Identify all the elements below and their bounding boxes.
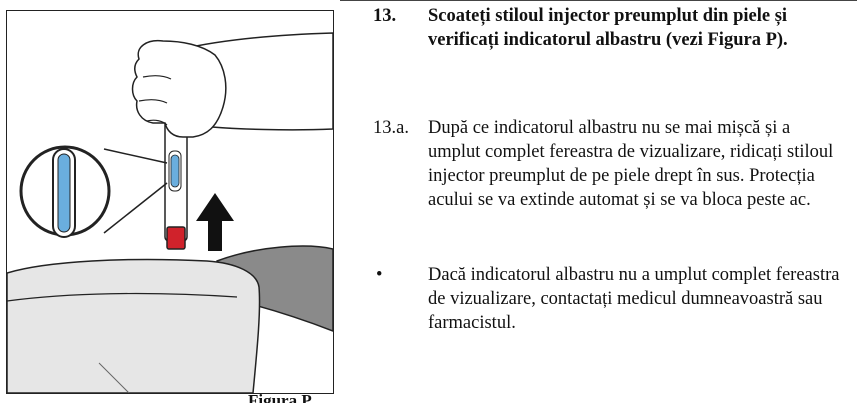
substep-text: După ce indicatorul albastru nu se mai m… bbox=[428, 118, 834, 210]
pen-indicator-window bbox=[170, 154, 180, 188]
arrow-up-icon bbox=[196, 193, 234, 251]
figure-caption: Figura P bbox=[248, 392, 312, 403]
magnified-blue-indicator bbox=[57, 153, 71, 233]
figure-p-illustration bbox=[6, 10, 334, 394]
skin-surface bbox=[7, 258, 261, 393]
hand-shape bbox=[131, 39, 227, 138]
top-rule bbox=[340, 0, 857, 1]
substep-number: 13.a. bbox=[373, 118, 409, 138]
bullet-marker: • bbox=[376, 265, 383, 285]
bullet-text: Dacă indicatorul albastru nu a umplut co… bbox=[428, 265, 840, 333]
step-number: 13. bbox=[373, 6, 397, 26]
step-title: Scoateți stiloul injector preumplut din … bbox=[428, 6, 788, 50]
pen-needle-cap bbox=[166, 226, 186, 250]
